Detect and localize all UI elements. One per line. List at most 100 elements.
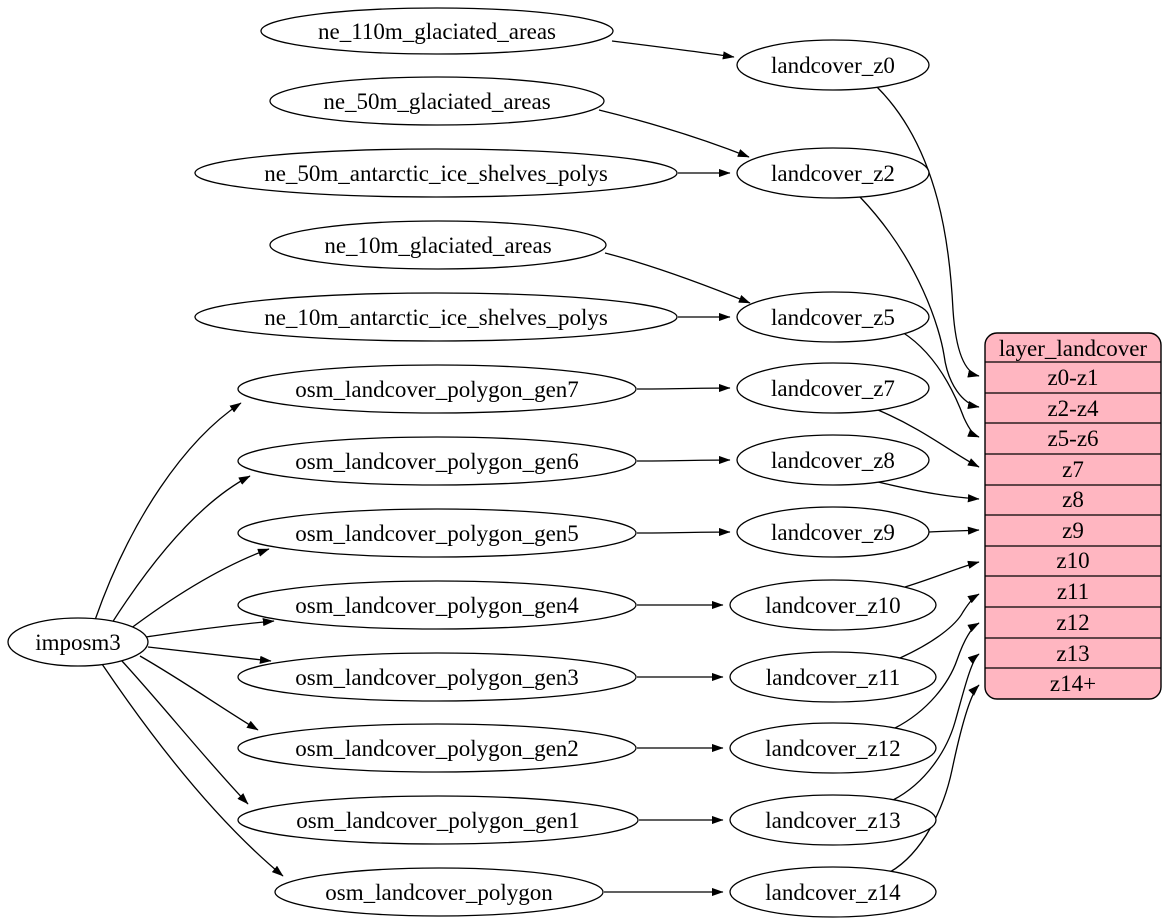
node-imposm3-shape <box>7 617 149 667</box>
edges-layer <box>94 40 980 897</box>
table-row-z13: z13 <box>1056 641 1089 666</box>
node-landcover-z12-label: landcover_z12 <box>765 736 900 761</box>
node-ne-10m-antarctic-ice-shelves-polys-shape <box>194 292 678 342</box>
node-osm-landcover-polygon: osm_landcover_polygon <box>274 867 604 917</box>
node-landcover-z2-label: landcover_z2 <box>771 161 895 186</box>
node-ne-50m-glaciated-areas-label: ne_50m_glaciated_areas <box>323 89 550 114</box>
node-osm-landcover-polygon-gen5-label: osm_landcover_polygon_gen5 <box>295 521 579 546</box>
node-landcover-z14-shape <box>729 866 937 918</box>
node-landcover-z9: landcover_z9 <box>736 506 930 558</box>
edge-landcover-z12-to-row-z12 <box>894 622 980 729</box>
edge-landcover-z2-to-row-z2-z4 <box>859 196 980 409</box>
table-row-z7: z7 <box>1062 457 1084 482</box>
edge-imposm3-to-osm-landcover-polygon <box>101 663 284 877</box>
node-landcover-z11-shape <box>729 651 937 703</box>
node-osm-landcover-polygon-gen2-shape <box>237 723 637 773</box>
node-landcover-z11-label: landcover_z11 <box>766 665 901 690</box>
node-imposm3-label: imposm3 <box>35 630 121 655</box>
node-osm-landcover-polygon-gen1-shape <box>237 795 639 845</box>
edge-imposm3-to-gen2 <box>139 655 259 731</box>
node-landcover-z11: landcover_z11 <box>729 651 937 703</box>
edge-landcover-z14-to-row-z14plus <box>889 684 980 873</box>
node-landcover-z10-label: landcover_z10 <box>765 593 900 618</box>
node-ne-10m-glaciated-areas-label: ne_10m_glaciated_areas <box>324 233 551 258</box>
node-osm-landcover-polygon-gen7: osm_landcover_polygon_gen7 <box>237 364 637 414</box>
edge-landcover-z11-to-row-z11 <box>899 593 980 659</box>
edge-imposm3-to-gen6 <box>109 475 251 627</box>
node-osm-landcover-polygon-gen7-shape <box>237 364 637 414</box>
node-landcover-z13-shape <box>729 794 937 846</box>
node-landcover-z14-label: landcover_z14 <box>765 880 901 905</box>
node-osm-landcover-polygon-shape <box>274 867 604 917</box>
node-landcover-z8-shape <box>736 434 930 486</box>
node-landcover-z14: landcover_z14 <box>729 866 937 918</box>
node-landcover-z13: landcover_z13 <box>729 794 937 846</box>
edge-landcover-z7-to-row-z7 <box>877 409 980 468</box>
edge-imposm3-to-gen3 <box>147 646 272 664</box>
table-row-z9: z9 <box>1062 518 1084 543</box>
table-row-z12: z12 <box>1056 610 1089 635</box>
node-landcover-z10: landcover_z10 <box>729 579 937 631</box>
node-osm-landcover-polygon-gen6-label: osm_landcover_polygon_gen6 <box>295 449 579 474</box>
node-ne-110m-glaciated-areas: ne_110m_glaciated_areas <box>260 7 614 55</box>
node-ne-10m-glaciated-areas: ne_10m_glaciated_areas <box>269 220 607 270</box>
node-ne-50m-antarctic-ice-shelves-polys-label: ne_50m_antarctic_ice_shelves_polys <box>264 161 608 186</box>
table-row-z0-z1: z0-z1 <box>1047 365 1098 390</box>
node-landcover-z7-shape <box>736 362 930 414</box>
edge-landcover-z0-to-row-z0-z1 <box>876 86 980 378</box>
node-ne-110m-glaciated-areas-label: ne_110m_glaciated_areas <box>318 19 556 44</box>
table-layer-landcover: layer_landcover z0-z1 z2-z4 z5-z6 z7 z8 … <box>984 332 1162 700</box>
node-landcover-z7-label: landcover_z7 <box>771 376 895 401</box>
table-title: layer_landcover <box>999 336 1147 361</box>
table-row-z8: z8 <box>1062 487 1084 512</box>
node-osm-landcover-polygon-gen4-shape <box>237 580 637 630</box>
node-landcover-z2-shape <box>736 147 930 199</box>
edge-landcover-z10-to-row-z10 <box>904 560 980 588</box>
node-landcover-z0-shape <box>736 39 930 91</box>
node-ne-50m-glaciated-areas-shape <box>269 76 605 126</box>
node-landcover-z8-label: landcover_z8 <box>771 448 895 473</box>
node-ne-50m-antarctic-ice-shelves-polys-shape <box>194 148 678 198</box>
node-osm-landcover-polygon-gen2-label: osm_landcover_polygon_gen2 <box>295 736 579 761</box>
node-ne-10m-antarctic-ice-shelves-polys-label: ne_10m_antarctic_ice_shelves_polys <box>264 305 608 330</box>
node-landcover-z5-label: landcover_z5 <box>771 305 895 330</box>
node-landcover-z5-shape <box>736 291 930 343</box>
table-row-z2-z4: z2-z4 <box>1047 396 1099 421</box>
edge-gen5-to-landcover-z9 <box>636 527 731 537</box>
edge-imposm3-to-gen5 <box>125 548 270 633</box>
node-osm-landcover-polygon-gen4: osm_landcover_polygon_gen4 <box>237 580 637 630</box>
node-landcover-z8: landcover_z8 <box>736 434 930 486</box>
table-row-z10: z10 <box>1056 548 1089 573</box>
edge-imposm3-to-gen1 <box>121 660 249 805</box>
node-osm-landcover-polygon-gen3: osm_landcover_polygon_gen3 <box>237 652 637 702</box>
node-landcover-z7: landcover_z7 <box>736 362 930 414</box>
node-landcover-z0: landcover_z0 <box>736 39 930 91</box>
node-landcover-z2: landcover_z2 <box>736 147 930 199</box>
table-row-z5-z6: z5-z6 <box>1047 426 1098 451</box>
edge-imposm3-to-gen7 <box>94 402 242 621</box>
node-osm-landcover-polygon-gen7-label: osm_landcover_polygon_gen7 <box>295 377 579 402</box>
node-osm-landcover-polygon-gen1-label: osm_landcover_polygon_gen1 <box>296 808 580 833</box>
edge-landcover-z5-to-row-z5-z6 <box>901 331 980 438</box>
node-osm-landcover-polygon-gen3-shape <box>237 652 637 702</box>
node-osm-landcover-polygon-gen3-label: osm_landcover_polygon_gen3 <box>295 665 579 690</box>
node-osm-landcover-polygon-gen5-shape <box>237 508 637 558</box>
node-landcover-z9-shape <box>736 506 930 558</box>
node-ne-110m-glaciated-areas-shape <box>260 7 614 55</box>
table-row-z11: z11 <box>1057 579 1089 604</box>
node-osm-landcover-polygon-gen2: osm_landcover_polygon_gen2 <box>237 723 637 773</box>
node-landcover-z10-shape <box>729 579 937 631</box>
edge-imposm3-to-gen4 <box>145 617 275 638</box>
edge-gen6-to-landcover-z8 <box>636 455 731 465</box>
node-landcover-z9-label: landcover_z9 <box>771 520 895 545</box>
edge-ne-50m-glaciated-areas-to-landcover-z2 <box>598 109 750 158</box>
edge-gen7-to-landcover-z7 <box>636 383 731 393</box>
node-osm-landcover-polygon-gen5: osm_landcover_polygon_gen5 <box>237 508 637 558</box>
edge-ne-110m-glaciated-areas-to-landcover-z0 <box>611 40 735 60</box>
node-osm-landcover-polygon-gen1: osm_landcover_polygon_gen1 <box>237 795 639 845</box>
node-ne-10m-antarctic-ice-shelves-polys: ne_10m_antarctic_ice_shelves_polys <box>194 292 678 342</box>
node-imposm3: imposm3 <box>7 617 149 667</box>
node-landcover-z0-label: landcover_z0 <box>771 53 895 78</box>
